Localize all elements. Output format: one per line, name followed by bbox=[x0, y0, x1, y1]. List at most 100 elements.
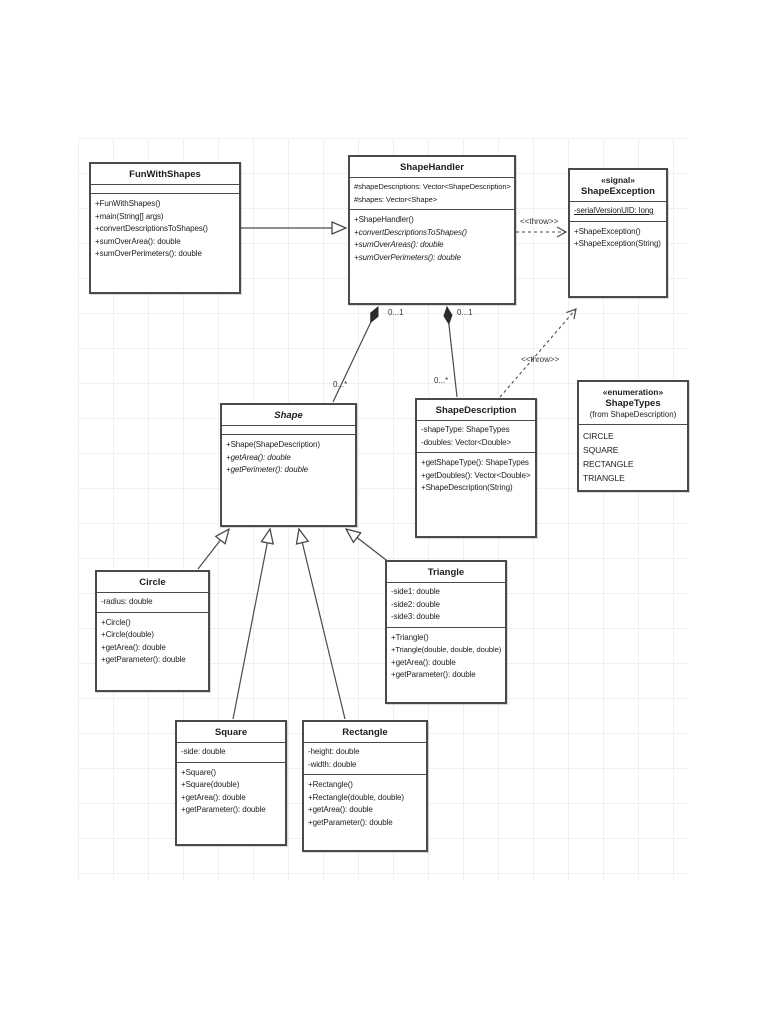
attribute: -doubles: Vector<Double> bbox=[421, 437, 512, 447]
attribute: -width: double bbox=[308, 759, 357, 769]
method: +ShapeException() bbox=[574, 226, 641, 236]
edge-generalization-square-shape[interactable] bbox=[232, 529, 270, 720]
method: +convertDescriptionsToShapes() bbox=[354, 227, 467, 237]
class-square-name: Square bbox=[177, 722, 285, 743]
attribute: -radius: double bbox=[101, 597, 153, 606]
class-funwithshapes[interactable]: FunWithShapes +FunWithShapes() +main(Str… bbox=[89, 162, 241, 294]
method: +getArea(): double bbox=[391, 657, 456, 667]
class-shapeexception-methods: +ShapeException() +ShapeException(String… bbox=[570, 222, 666, 297]
class-shapetypes-literals: CIRCLE SQUARE RECTANGLE TRIANGLE bbox=[579, 425, 687, 490]
attribute: -side1: double bbox=[391, 587, 440, 596]
edge-throw-shapedescription-shapeexception[interactable] bbox=[499, 308, 577, 398]
class-triangle[interactable]: Triangle -side1: double -side2: double -… bbox=[385, 560, 507, 704]
enum-literal: CIRCLE bbox=[583, 431, 614, 441]
class-shapetypes-from: (from ShapeDescription) bbox=[589, 410, 677, 419]
method: +getArea(): double bbox=[308, 805, 373, 814]
method: +Circle() bbox=[101, 617, 131, 627]
edge-generalization-circle-shape[interactable] bbox=[197, 529, 229, 570]
label-throw-upper: <<throw>> bbox=[520, 217, 559, 226]
label-mult-desc-far: 0...* bbox=[434, 376, 448, 385]
edge-generalization-rectangle-shape[interactable] bbox=[299, 529, 346, 720]
method: +sumOverAreas(): double bbox=[354, 240, 444, 249]
enum-literal: SQUARE bbox=[583, 445, 619, 455]
method: +sumOverArea(): double bbox=[95, 236, 181, 246]
method: +getArea(): double bbox=[101, 642, 166, 652]
method: +Circle(double) bbox=[101, 630, 154, 639]
edge-composition-shapehandler-shapedescription[interactable] bbox=[447, 307, 458, 398]
class-circle-methods: +Circle() +Circle(double) +getArea(): do… bbox=[97, 613, 208, 691]
method: +getPerimeter(): double bbox=[226, 465, 308, 474]
class-shapehandler-methods: +ShapeHandler() +convertDescriptionsToSh… bbox=[350, 210, 514, 303]
class-funwithshapes-attributes bbox=[91, 185, 239, 194]
class-triangle-methods: +Triangle() +Triangle(double, double, do… bbox=[387, 628, 505, 703]
class-circle[interactable]: Circle -radius: double +Circle() +Circle… bbox=[95, 570, 210, 692]
method: +Rectangle() bbox=[308, 780, 353, 789]
method: +Square(double) bbox=[181, 780, 240, 789]
class-shapeexception-title: «signal» ShapeException bbox=[570, 170, 666, 202]
class-funwithshapes-methods: +FunWithShapes() +main(String[] args) +c… bbox=[91, 194, 239, 292]
stereotype-signal: «signal» bbox=[600, 175, 636, 185]
attribute: -side: double bbox=[181, 747, 226, 756]
class-rectangle-methods: +Rectangle() +Rectangle(double, double) … bbox=[304, 775, 426, 850]
class-square-attributes: -side: double bbox=[177, 743, 285, 763]
attribute: #shapeDescriptions: Vector<ShapeDescript… bbox=[354, 182, 511, 191]
method: +Rectangle(double, double) bbox=[308, 792, 404, 802]
class-shapedescription-name: ShapeDescription bbox=[417, 400, 535, 421]
class-shapetypes[interactable]: «enumeration» ShapeTypes (from ShapeDesc… bbox=[577, 380, 689, 492]
method: +Shape(ShapeDescription) bbox=[226, 440, 320, 449]
class-shapedescription-methods: +getShapeType(): ShapeTypes +getDoubles(… bbox=[417, 453, 535, 536]
class-shape[interactable]: Shape +Shape(ShapeDescription) +getArea(… bbox=[220, 403, 357, 527]
class-shapetypes-name: ShapeTypes bbox=[605, 398, 661, 409]
class-shapehandler-attributes: #shapeDescriptions: Vector<ShapeDescript… bbox=[350, 178, 514, 210]
method: +Triangle() bbox=[391, 632, 429, 642]
method: +Triangle(double, double, double) bbox=[391, 645, 502, 654]
method: +FunWithShapes() bbox=[95, 199, 161, 208]
method: +getShapeType(): ShapeTypes bbox=[421, 458, 529, 467]
method: +ShapeHandler() bbox=[354, 215, 414, 224]
method: +sumOverPerimeters(): double bbox=[354, 252, 461, 262]
method: +main(String[] args) bbox=[95, 211, 164, 221]
method: +convertDescriptionsToShapes() bbox=[95, 224, 208, 233]
class-shapeexception[interactable]: «signal» ShapeException -serialVersionUI… bbox=[568, 168, 668, 298]
label-mult-desc-near: 0...1 bbox=[457, 308, 473, 317]
class-shapetypes-title: «enumeration» ShapeTypes (from ShapeDesc… bbox=[579, 382, 687, 425]
class-shape-attributes bbox=[222, 426, 355, 435]
method: +getDoubles(): Vector<Double> bbox=[421, 470, 531, 480]
class-square[interactable]: Square -side: double +Square() +Square(d… bbox=[175, 720, 287, 846]
enum-literal: RECTANGLE bbox=[583, 459, 634, 469]
class-funwithshapes-name: FunWithShapes bbox=[91, 164, 239, 185]
method: +getParameter(): double bbox=[308, 817, 393, 827]
class-rectangle[interactable]: Rectangle -height: double -width: double… bbox=[302, 720, 428, 852]
attribute: -side3: double bbox=[391, 612, 440, 621]
attribute: -serialVersionUID: long bbox=[574, 206, 654, 215]
class-shapedescription[interactable]: ShapeDescription -shapeType: ShapeTypes … bbox=[415, 398, 537, 538]
method: +getArea(): double bbox=[181, 792, 246, 802]
class-shapeexception-attributes: -serialVersionUID: long bbox=[570, 202, 666, 222]
label-mult-shape-far: 0...* bbox=[333, 380, 347, 389]
class-shapeexception-name: ShapeException bbox=[581, 186, 655, 197]
class-shape-name: Shape bbox=[222, 405, 355, 426]
class-shapehandler-name: ShapeHandler bbox=[350, 157, 514, 178]
method: +ShapeDescription(String) bbox=[421, 483, 513, 492]
method: +ShapeException(String) bbox=[574, 239, 661, 248]
label-throw-lower: <<throw>> bbox=[521, 355, 560, 364]
method: +getParameter(): double bbox=[181, 805, 266, 814]
enum-literal: TRIANGLE bbox=[583, 473, 625, 483]
method: +sumOverPerimeters(): double bbox=[95, 249, 202, 258]
method: +getParameter(): double bbox=[101, 655, 186, 664]
edge-generalization-triangle-shape[interactable] bbox=[346, 529, 391, 564]
method: +getArea(): double bbox=[226, 452, 291, 462]
class-circle-name: Circle bbox=[97, 572, 208, 593]
class-shapehandler[interactable]: ShapeHandler #shapeDescriptions: Vector<… bbox=[348, 155, 516, 305]
attribute: -side2: double bbox=[391, 599, 440, 609]
class-rectangle-attributes: -height: double -width: double bbox=[304, 743, 426, 775]
edge-composition-shapehandler-shape[interactable] bbox=[332, 307, 379, 403]
stereotype-enumeration: «enumeration» bbox=[602, 387, 664, 397]
class-shape-methods: +Shape(ShapeDescription) +getArea(): dou… bbox=[222, 435, 355, 525]
class-square-methods: +Square() +Square(double) +getArea(): do… bbox=[177, 763, 285, 845]
attribute: -height: double bbox=[308, 747, 360, 756]
attribute: -shapeType: ShapeTypes bbox=[421, 425, 510, 434]
class-triangle-name: Triangle bbox=[387, 562, 505, 583]
